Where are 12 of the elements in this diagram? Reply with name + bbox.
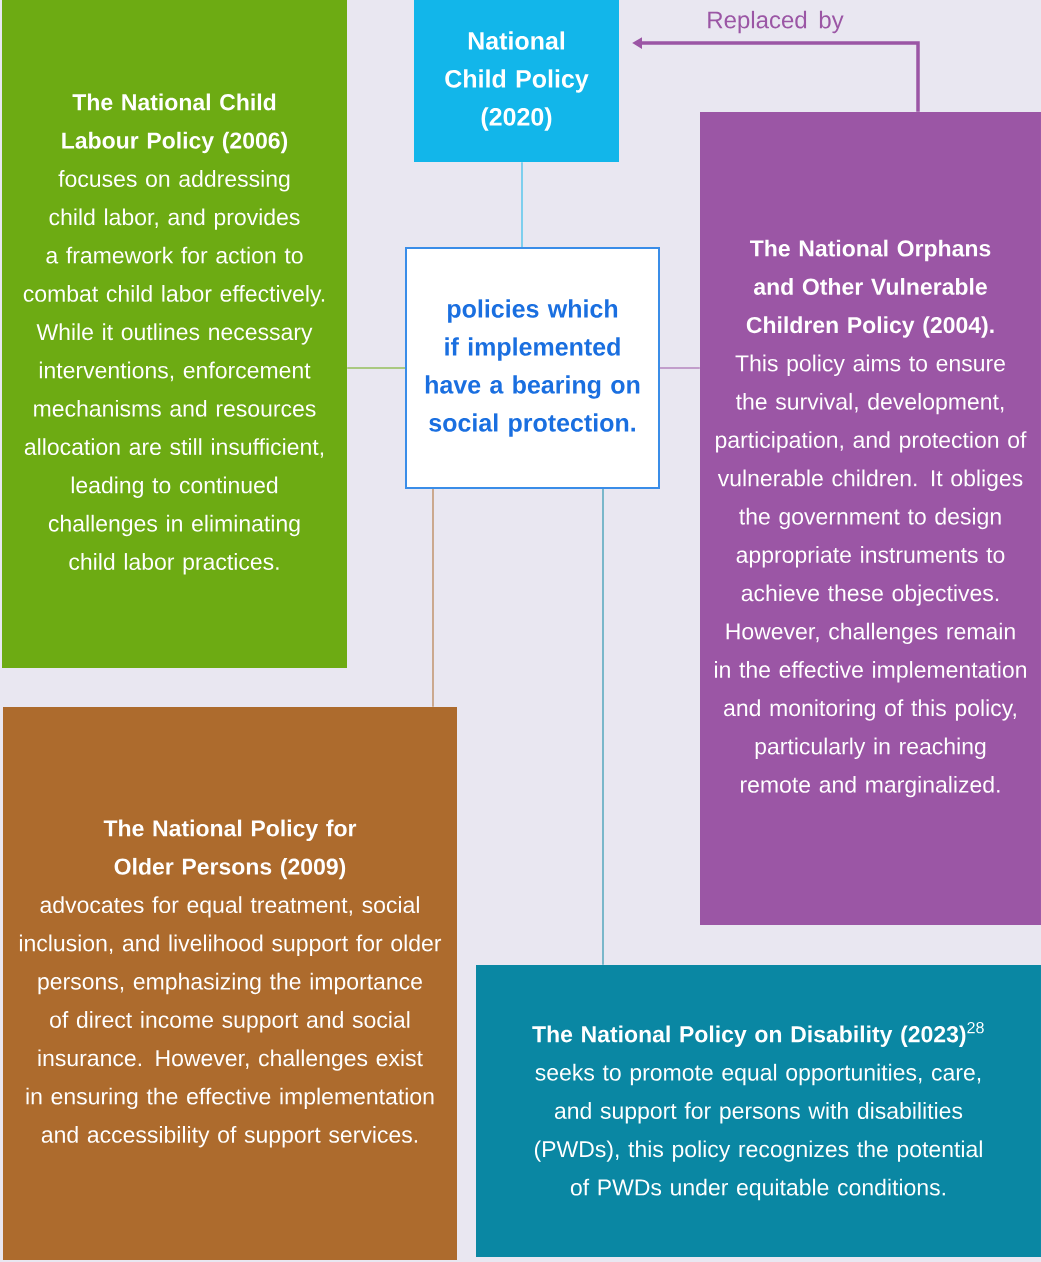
policy-box: The National Policy for Older Persons (2009) advocates for equal treatment, social inclusion, and livelihood support for older persons, emphasizing the importance of direct income support and social insurance. However, challenges exist in ensuring the effective implementation and accessibility of support services. — [3, 707, 457, 1260]
policy-box: National Child Policy (2020) — [414, 0, 619, 162]
connector-line — [346, 367, 406, 369]
policy-box: The National Orphans and Other Vulnerable Children Policy (2004). This policy aims to ensure the survival, development, participation, and protection of vulnerable children. It obliges the government to design appropriate instruments to achieve these objectives. However, challenges remain in the effective implementation and monitoring of this policy, particularly in reaching remote and marginalized. — [700, 112, 1041, 925]
topic-box: policies which if implemented have a bearing on social protection. — [405, 247, 660, 489]
edge-label: Replaced by — [708, 10, 844, 34]
connector-line — [521, 161, 523, 248]
connector-line — [432, 488, 434, 708]
policy-box: The National Child Labour Policy (2006) focuses on addressing child labor, and provides a framework for action to combat child labor effectively. While it outlines necessary interventions, enforcement mechanisms and resources allocation are still insufficient, leading to continued challenges in eliminating child labor practices. — [2, 0, 347, 668]
connector-line — [602, 488, 604, 966]
connector-line — [659, 367, 701, 369]
policy-box: The National Policy on Disability (2023)$^{28}$ seeks to promote equal opportunities, care, and support for persons with disabilities (PWDs), this policy recognizes the potential of PWDs under equitable conditions. — [476, 965, 1041, 1257]
